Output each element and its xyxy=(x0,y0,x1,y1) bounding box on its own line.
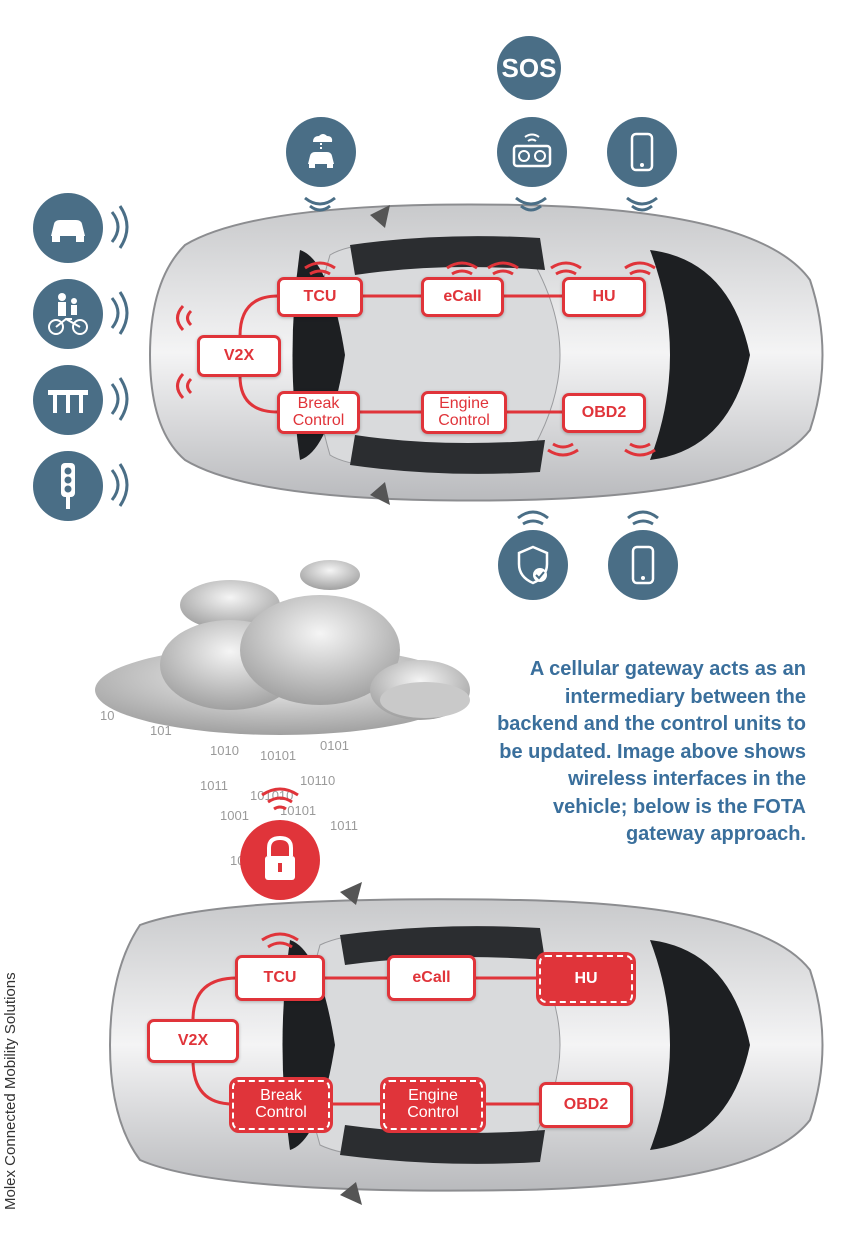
top-hu-node: HU xyxy=(562,277,646,317)
top-engine-control-node: Engine Control xyxy=(421,391,507,434)
binary-digits: 1011 xyxy=(330,818,358,833)
cloud-signal xyxy=(261,787,299,811)
binary-digits: 101 xyxy=(150,723,172,738)
bridge-icon xyxy=(33,365,103,435)
binary-digits: 10110 xyxy=(300,773,335,788)
binary-digits: 10101 xyxy=(260,748,296,763)
bottom-car-connections xyxy=(191,976,540,1106)
bottom-obd2-node: OBD2 xyxy=(539,1082,633,1128)
pedestrian-bicycle-icon xyxy=(33,279,103,349)
binary-digits: 1001 xyxy=(220,808,249,823)
bottom-tcu-node: TCU xyxy=(235,955,325,1001)
top-v2x-node: V2X xyxy=(197,335,281,377)
top-tcu-node: TCU xyxy=(277,277,363,317)
bottom-ecall-node: eCall xyxy=(387,955,476,1001)
traffic-light-icon xyxy=(33,451,103,521)
car-icon xyxy=(33,193,103,263)
top-obd2-node: OBD2 xyxy=(562,393,646,433)
cloud-illustration xyxy=(95,560,470,735)
top-break-control-node: Break Control xyxy=(277,391,360,434)
car-cloud-icon xyxy=(286,117,356,187)
binary-digits: 1011 xyxy=(200,778,228,793)
infotainment-icon xyxy=(497,117,567,187)
smartphone-icon-bottom xyxy=(608,530,678,600)
sos-label: SOS xyxy=(501,52,557,83)
figure-caption: A cellular gateway acts as an intermedia… xyxy=(497,658,806,845)
smartphone-icon-top xyxy=(607,117,677,187)
lock-icon xyxy=(265,835,295,880)
binary-digits: 10 xyxy=(100,708,114,723)
sos-circle: SOS xyxy=(497,36,561,100)
bottom-engine-control-node: Engine Control xyxy=(380,1077,486,1133)
binary-digits: 10101 xyxy=(280,803,316,818)
shield-check-icon xyxy=(498,530,568,600)
bottom-car-signal xyxy=(261,932,299,949)
top-ecall-node: eCall xyxy=(421,277,504,317)
bottom-break-control-node: Break Control xyxy=(229,1077,333,1133)
bottom-v2x-node: V2X xyxy=(147,1019,239,1063)
image-credit: Molex Connected Mobility Solutions xyxy=(2,972,19,1210)
binary-digits: 1010 xyxy=(210,743,239,758)
top-icon-signals xyxy=(110,196,659,526)
top-car-connections xyxy=(238,294,563,414)
bottom-hu-node: HU xyxy=(536,952,636,1006)
binary-digits: 0101 xyxy=(320,738,349,753)
top-car-wireless-signals xyxy=(176,261,656,457)
lock-circle xyxy=(240,820,320,900)
